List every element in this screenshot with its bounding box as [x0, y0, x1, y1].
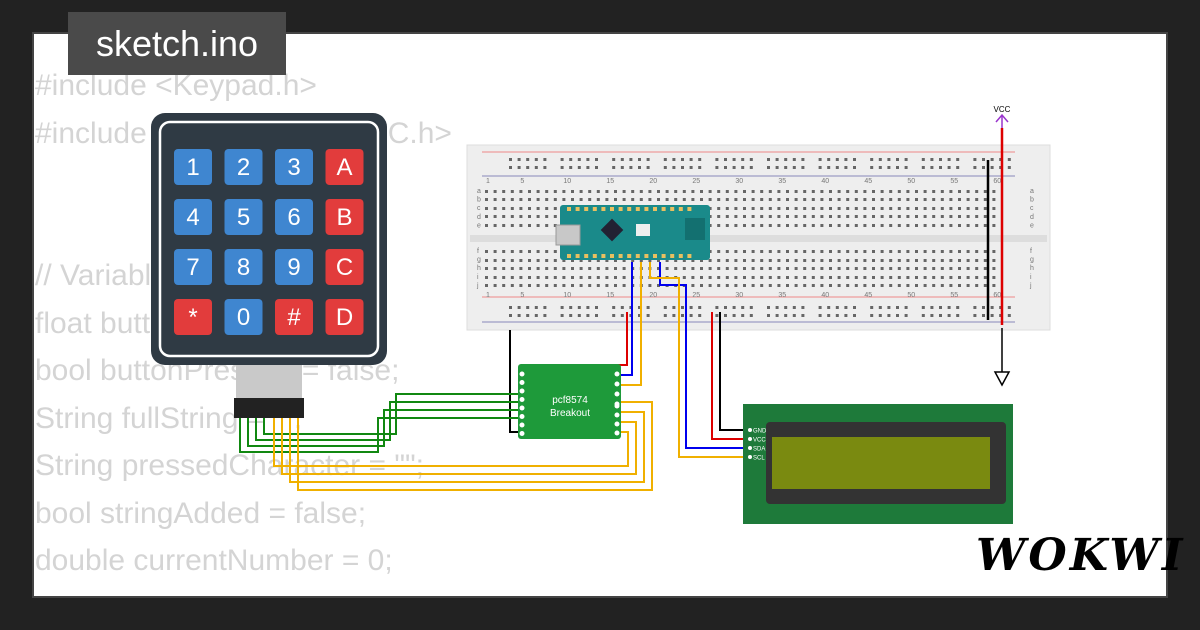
column-number: 25 — [692, 292, 700, 299]
column-number: 60 — [993, 178, 1001, 185]
column-number: 50 — [907, 178, 915, 185]
column-number: 10 — [563, 292, 571, 299]
svg-text:9: 9 — [287, 254, 300, 281]
svg-text:7: 7 — [186, 254, 199, 281]
column-number: 30 — [735, 292, 743, 299]
wires — [239, 262, 748, 491]
row-letter: i — [1030, 274, 1032, 281]
column-number: 55 — [950, 292, 958, 299]
row-letter: c — [1030, 205, 1034, 212]
sketch-title: sketch.ino — [68, 12, 286, 75]
svg-text:B: B — [336, 204, 352, 231]
row-letter: h — [1030, 265, 1034, 272]
lcd-pin-label: SCL — [753, 456, 765, 462]
key-B: B — [325, 199, 364, 235]
column-number: 20 — [649, 178, 657, 185]
column-number: 25 — [692, 178, 700, 185]
column-number: 45 — [864, 292, 872, 299]
lcd-pin-label: GND — [753, 429, 767, 435]
row-letter: f — [1030, 248, 1032, 255]
column-number: 20 — [649, 292, 657, 299]
keypad: 1 2 3 A 4 5 6 B 7 8 9 C * 0 # D — [151, 113, 387, 418]
key-8: 8 — [224, 249, 263, 285]
column-number: 30 — [735, 178, 743, 185]
column-number: 1 — [486, 292, 490, 299]
row-letter: j — [476, 282, 479, 289]
key-A: A — [325, 149, 364, 185]
column-number: 35 — [778, 178, 786, 185]
svg-text:6: 6 — [287, 204, 300, 231]
column-number: 15 — [606, 292, 614, 299]
column-number: 5 — [520, 292, 524, 299]
row-letter: c — [477, 205, 481, 212]
vcc-symbol: VCC — [994, 105, 1011, 128]
svg-text:A: A — [336, 154, 352, 181]
key-2: 2 — [224, 149, 263, 185]
column-number: 5 — [520, 178, 524, 185]
svg-text:D: D — [336, 304, 353, 331]
svg-text:3: 3 — [287, 154, 300, 181]
row-letter: e — [1030, 222, 1034, 229]
row-letter: h — [477, 265, 481, 272]
svg-text:0: 0 — [237, 304, 250, 331]
row-letter: g — [477, 257, 481, 264]
key-*: * — [174, 299, 212, 335]
row-letter: i — [477, 274, 479, 281]
svg-text:C: C — [336, 254, 353, 281]
lcd-pin-label: SDA — [753, 447, 765, 453]
svg-text:*: * — [188, 304, 197, 331]
column-number: 10 — [563, 178, 571, 185]
row-letter: j — [1029, 282, 1032, 289]
lcd-display: GND VCC SDA SCL — [743, 404, 1013, 524]
row-letter: f — [477, 248, 479, 255]
row-letter: g — [1030, 257, 1034, 264]
key-3: 3 — [275, 149, 313, 185]
svg-text:2: 2 — [237, 154, 250, 181]
column-number: 15 — [606, 178, 614, 185]
svg-text:4: 4 — [186, 204, 199, 231]
lcd-pin-label: VCC — [753, 438, 766, 444]
row-letter: d — [477, 214, 481, 221]
column-number: 50 — [907, 292, 915, 299]
svg-text:1: 1 — [186, 154, 199, 181]
key-#: # — [275, 299, 313, 335]
column-number: 40 — [821, 292, 829, 299]
column-number: 40 — [821, 178, 829, 185]
row-letter: b — [1030, 197, 1034, 204]
svg-text:5: 5 — [237, 204, 250, 231]
breakout-label-2: Breakout — [550, 408, 590, 419]
code-line: double currentNumber = 0; — [35, 544, 393, 577]
ground-symbol — [993, 328, 1011, 387]
row-letter: e — [477, 222, 481, 229]
row-letter: b — [477, 197, 481, 204]
row-letter: a — [477, 188, 481, 195]
key-4: 4 — [174, 199, 212, 235]
column-number: 35 — [778, 292, 786, 299]
svg-text:#: # — [287, 304, 301, 331]
column-number: 60 — [993, 292, 1001, 299]
vcc-label: VCC — [994, 105, 1011, 114]
key-D: D — [325, 299, 364, 335]
breakout-label-1: pcf8574 — [552, 395, 588, 406]
breadboard: 1155101015152020252530303535404045455050… — [466, 144, 1051, 331]
key-1: 1 — [174, 149, 212, 185]
column-number: 1 — [486, 178, 490, 185]
row-letter: a — [1030, 188, 1034, 195]
code-line: bool stringAdded = false; — [35, 496, 367, 530]
key-C: C — [325, 249, 364, 285]
svg-text:8: 8 — [237, 254, 250, 281]
key-5: 5 — [224, 199, 263, 235]
key-0: 0 — [224, 299, 263, 335]
key-6: 6 — [275, 199, 313, 235]
wokwi-logo: WOKWI — [976, 530, 1186, 581]
column-number: 45 — [864, 178, 872, 185]
pcf8574-breakout: pcf8574 Breakout — [518, 364, 621, 439]
arduino-nano — [555, 205, 710, 260]
key-9: 9 — [275, 249, 313, 285]
column-number: 55 — [950, 178, 958, 185]
key-7: 7 — [174, 249, 212, 285]
row-letter: d — [1030, 214, 1034, 221]
